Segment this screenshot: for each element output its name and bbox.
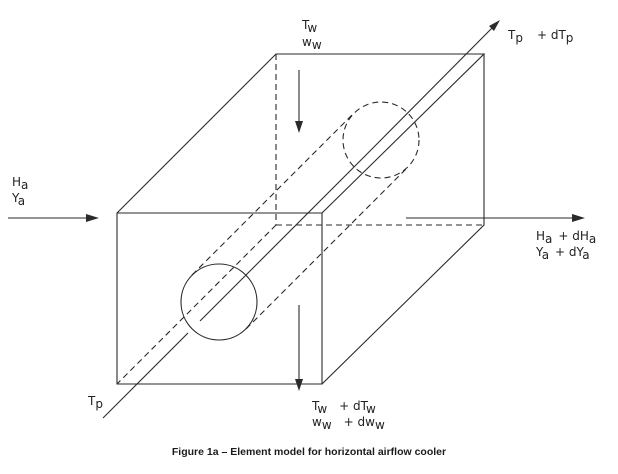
- label-ww-in: ww: [302, 35, 322, 52]
- label-tw-in: Tw: [301, 18, 317, 35]
- pipe-flow-in-arrow-line: [102, 332, 189, 419]
- air-flow-in-arrowhead: [86, 214, 99, 222]
- box-front-face: [116, 212, 323, 385]
- label-tp-in: Tp: [87, 394, 103, 411]
- box-top-face: [116, 53, 486, 214]
- label-ha-out: Ha+ dHa: [536, 229, 596, 246]
- pipe-lower-tangent: [245, 166, 409, 330]
- box-hidden-edge-left: [116, 224, 277, 385]
- label-ww-out: ww+ dww: [312, 415, 385, 432]
- pipe-flow-out-arrowhead: [489, 20, 500, 31]
- water-flow-out-arrowhead: [295, 379, 303, 391]
- pipe-flow-out-arrow-line: [361, 23, 497, 160]
- label-tw-out: Tw+ dTw: [311, 399, 376, 416]
- label-tp-out: Tp+ dTp: [507, 28, 573, 45]
- label-ya-in: Ya: [11, 191, 25, 208]
- pipe-upper-tangent: [191, 112, 355, 276]
- label-ya-out: Ya+ dYa: [535, 245, 590, 262]
- box-right-face: [321, 54, 485, 385]
- water-flow-in-arrowhead: [295, 121, 303, 133]
- label-ha-in: Ha: [12, 175, 28, 192]
- figure-caption: Figure 1a – Element model for horizontal…: [171, 446, 447, 458]
- air-flow-out-arrowhead: [572, 214, 585, 222]
- pipe-centerline-inside: [199, 158, 363, 322]
- pipe-back-circle: [342, 101, 420, 179]
- pipe-front-circle: [180, 263, 258, 341]
